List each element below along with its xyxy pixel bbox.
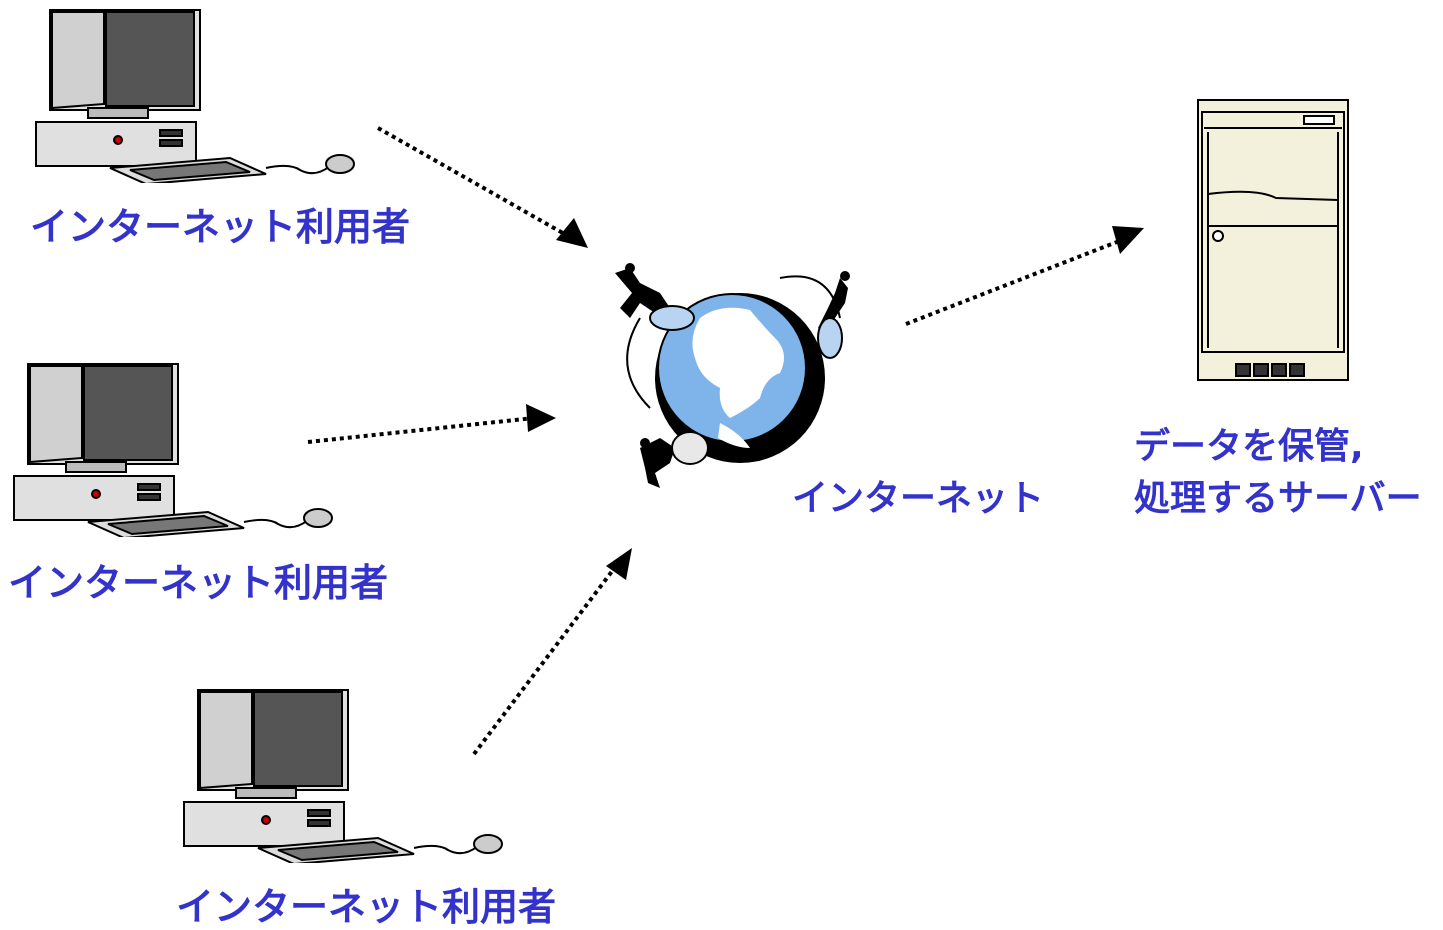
user-label-3: インターネット利用者 bbox=[176, 885, 557, 929]
arrowhead-2 bbox=[526, 404, 556, 432]
server-label-line2: 処理するサーバー bbox=[1134, 478, 1422, 519]
computer-icon-user-3 bbox=[178, 688, 508, 863]
computer-icon-user-1 bbox=[30, 8, 360, 183]
globe-icon bbox=[600, 248, 880, 508]
user-label-1: インターネット利用者 bbox=[30, 205, 411, 249]
arrow-internet-to-server bbox=[905, 238, 1123, 326]
arrow-user2-to-internet bbox=[307, 416, 535, 444]
arrowhead-4 bbox=[1112, 226, 1144, 254]
server-icon bbox=[1196, 98, 1352, 388]
computer-icon-user-2 bbox=[8, 362, 338, 537]
arrowhead-3 bbox=[606, 548, 632, 580]
user-label-2: インターネット利用者 bbox=[8, 561, 389, 605]
arrowhead-1 bbox=[556, 218, 588, 248]
internet-label: インターネット bbox=[792, 478, 1045, 519]
server-label-line1: データを保管, bbox=[1134, 426, 1364, 467]
